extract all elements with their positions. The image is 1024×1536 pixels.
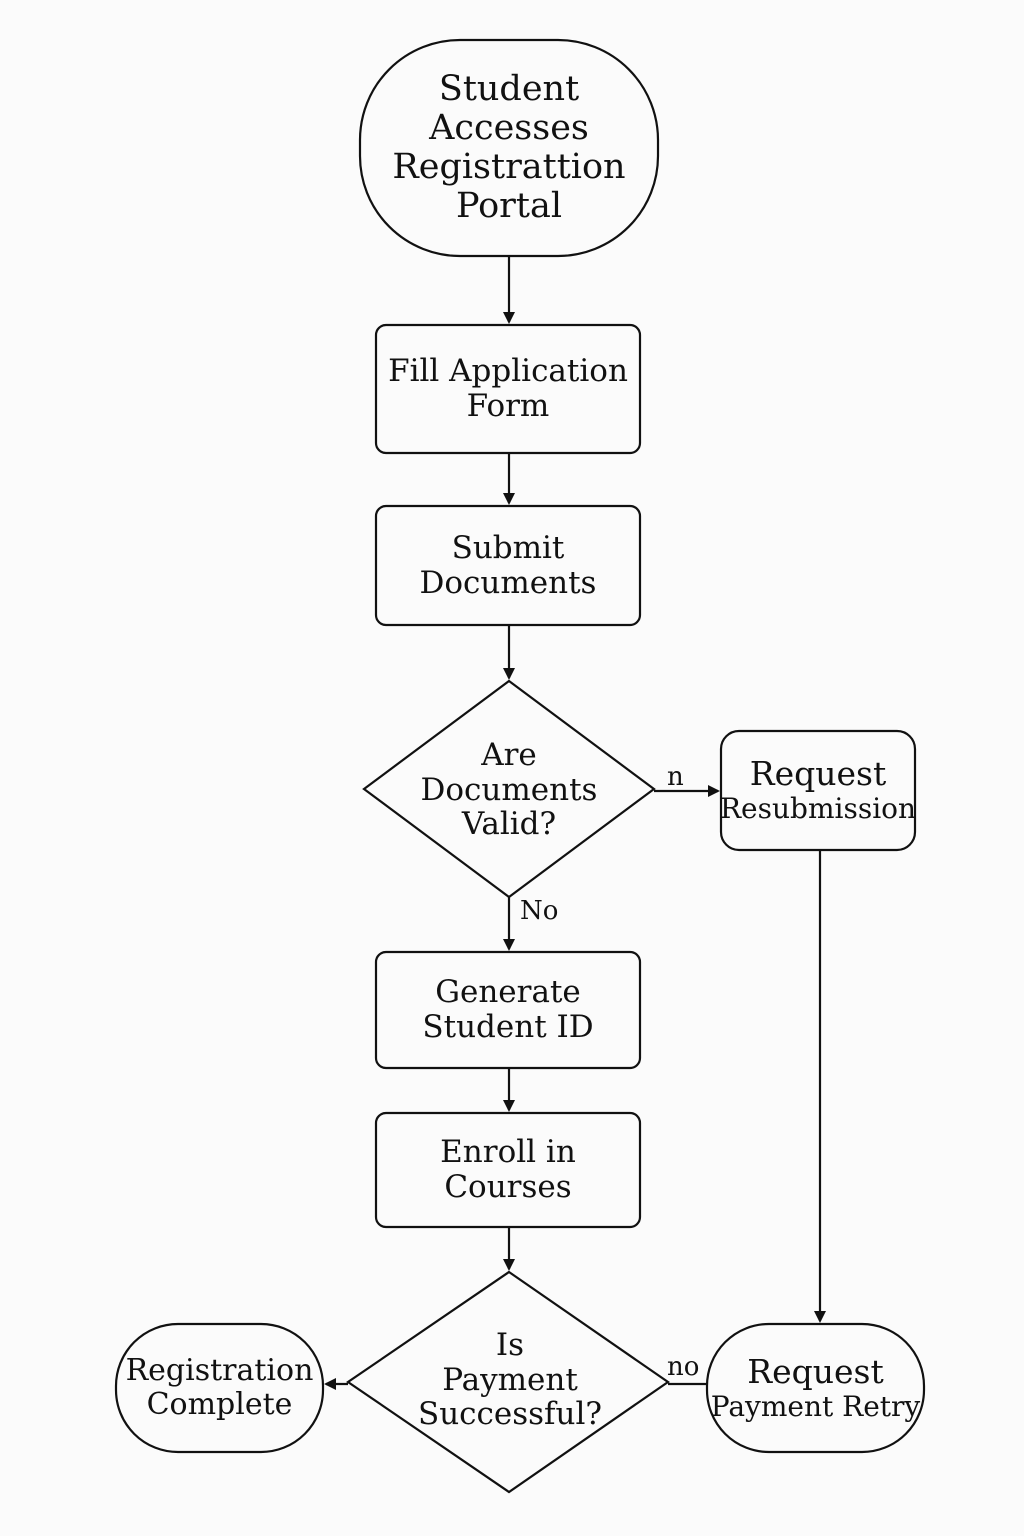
submit-docs-label: Submit Documents bbox=[419, 529, 597, 601]
request-resubmission-process bbox=[719, 729, 917, 852]
request-resubmission-label: Request Resubmission bbox=[719, 754, 917, 826]
request-payment-retry-terminator bbox=[705, 1322, 926, 1454]
docs-valid-label: Are Documents Valid? bbox=[420, 736, 598, 843]
start-label: Student Accesses Registrattion Portal bbox=[392, 68, 626, 227]
generate-id-label: Generate Student ID bbox=[422, 974, 594, 1045]
payment-decision-label: Is Payment Successful? bbox=[417, 1326, 603, 1433]
registration-complete-label: Registration Complete bbox=[125, 1353, 314, 1422]
fill-form-label: Fill Application Form bbox=[388, 353, 628, 424]
enroll-label: Enroll in Courses bbox=[440, 1134, 576, 1205]
registration-complete-terminator bbox=[114, 1322, 325, 1454]
edge-label-no-documents: No bbox=[520, 896, 559, 926]
edge-label-no-payment: no bbox=[667, 1352, 700, 1382]
edge-label-n: n bbox=[667, 762, 684, 792]
request-payment-retry-label: Request Payment Retry bbox=[710, 1351, 921, 1423]
payment-decision bbox=[346, 1270, 670, 1494]
